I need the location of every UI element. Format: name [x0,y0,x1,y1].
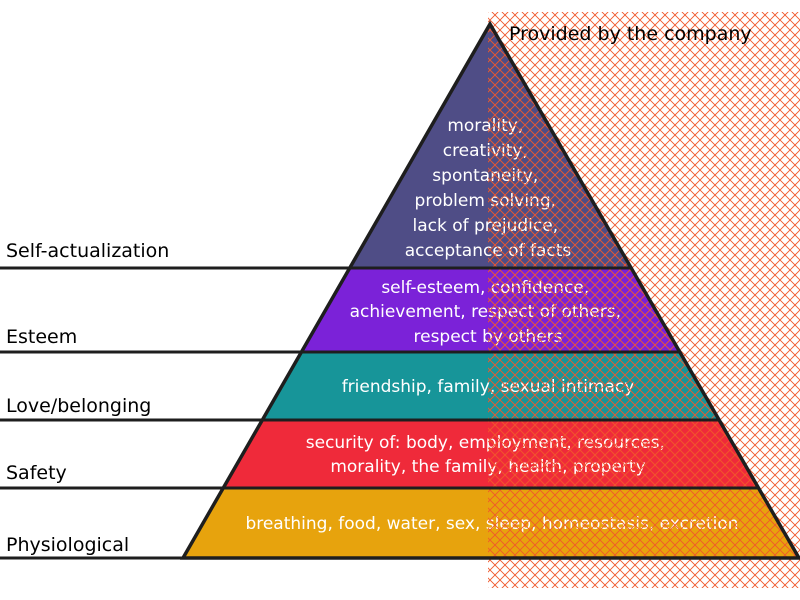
label-love-belonging: Love/belonging [6,395,151,417]
label-safety: Safety [6,462,67,484]
label-self-actualization: Self-actualization [6,240,169,262]
label-physiological: Physiological [6,534,129,556]
provided-by-company-note: Provided by the company [509,23,752,45]
pyramid-outline [179,20,800,560]
label-esteem: Esteem [6,326,77,348]
tier-separators [0,266,759,560]
level-labels: Self-actualization Esteem Love/belonging… [6,240,169,556]
